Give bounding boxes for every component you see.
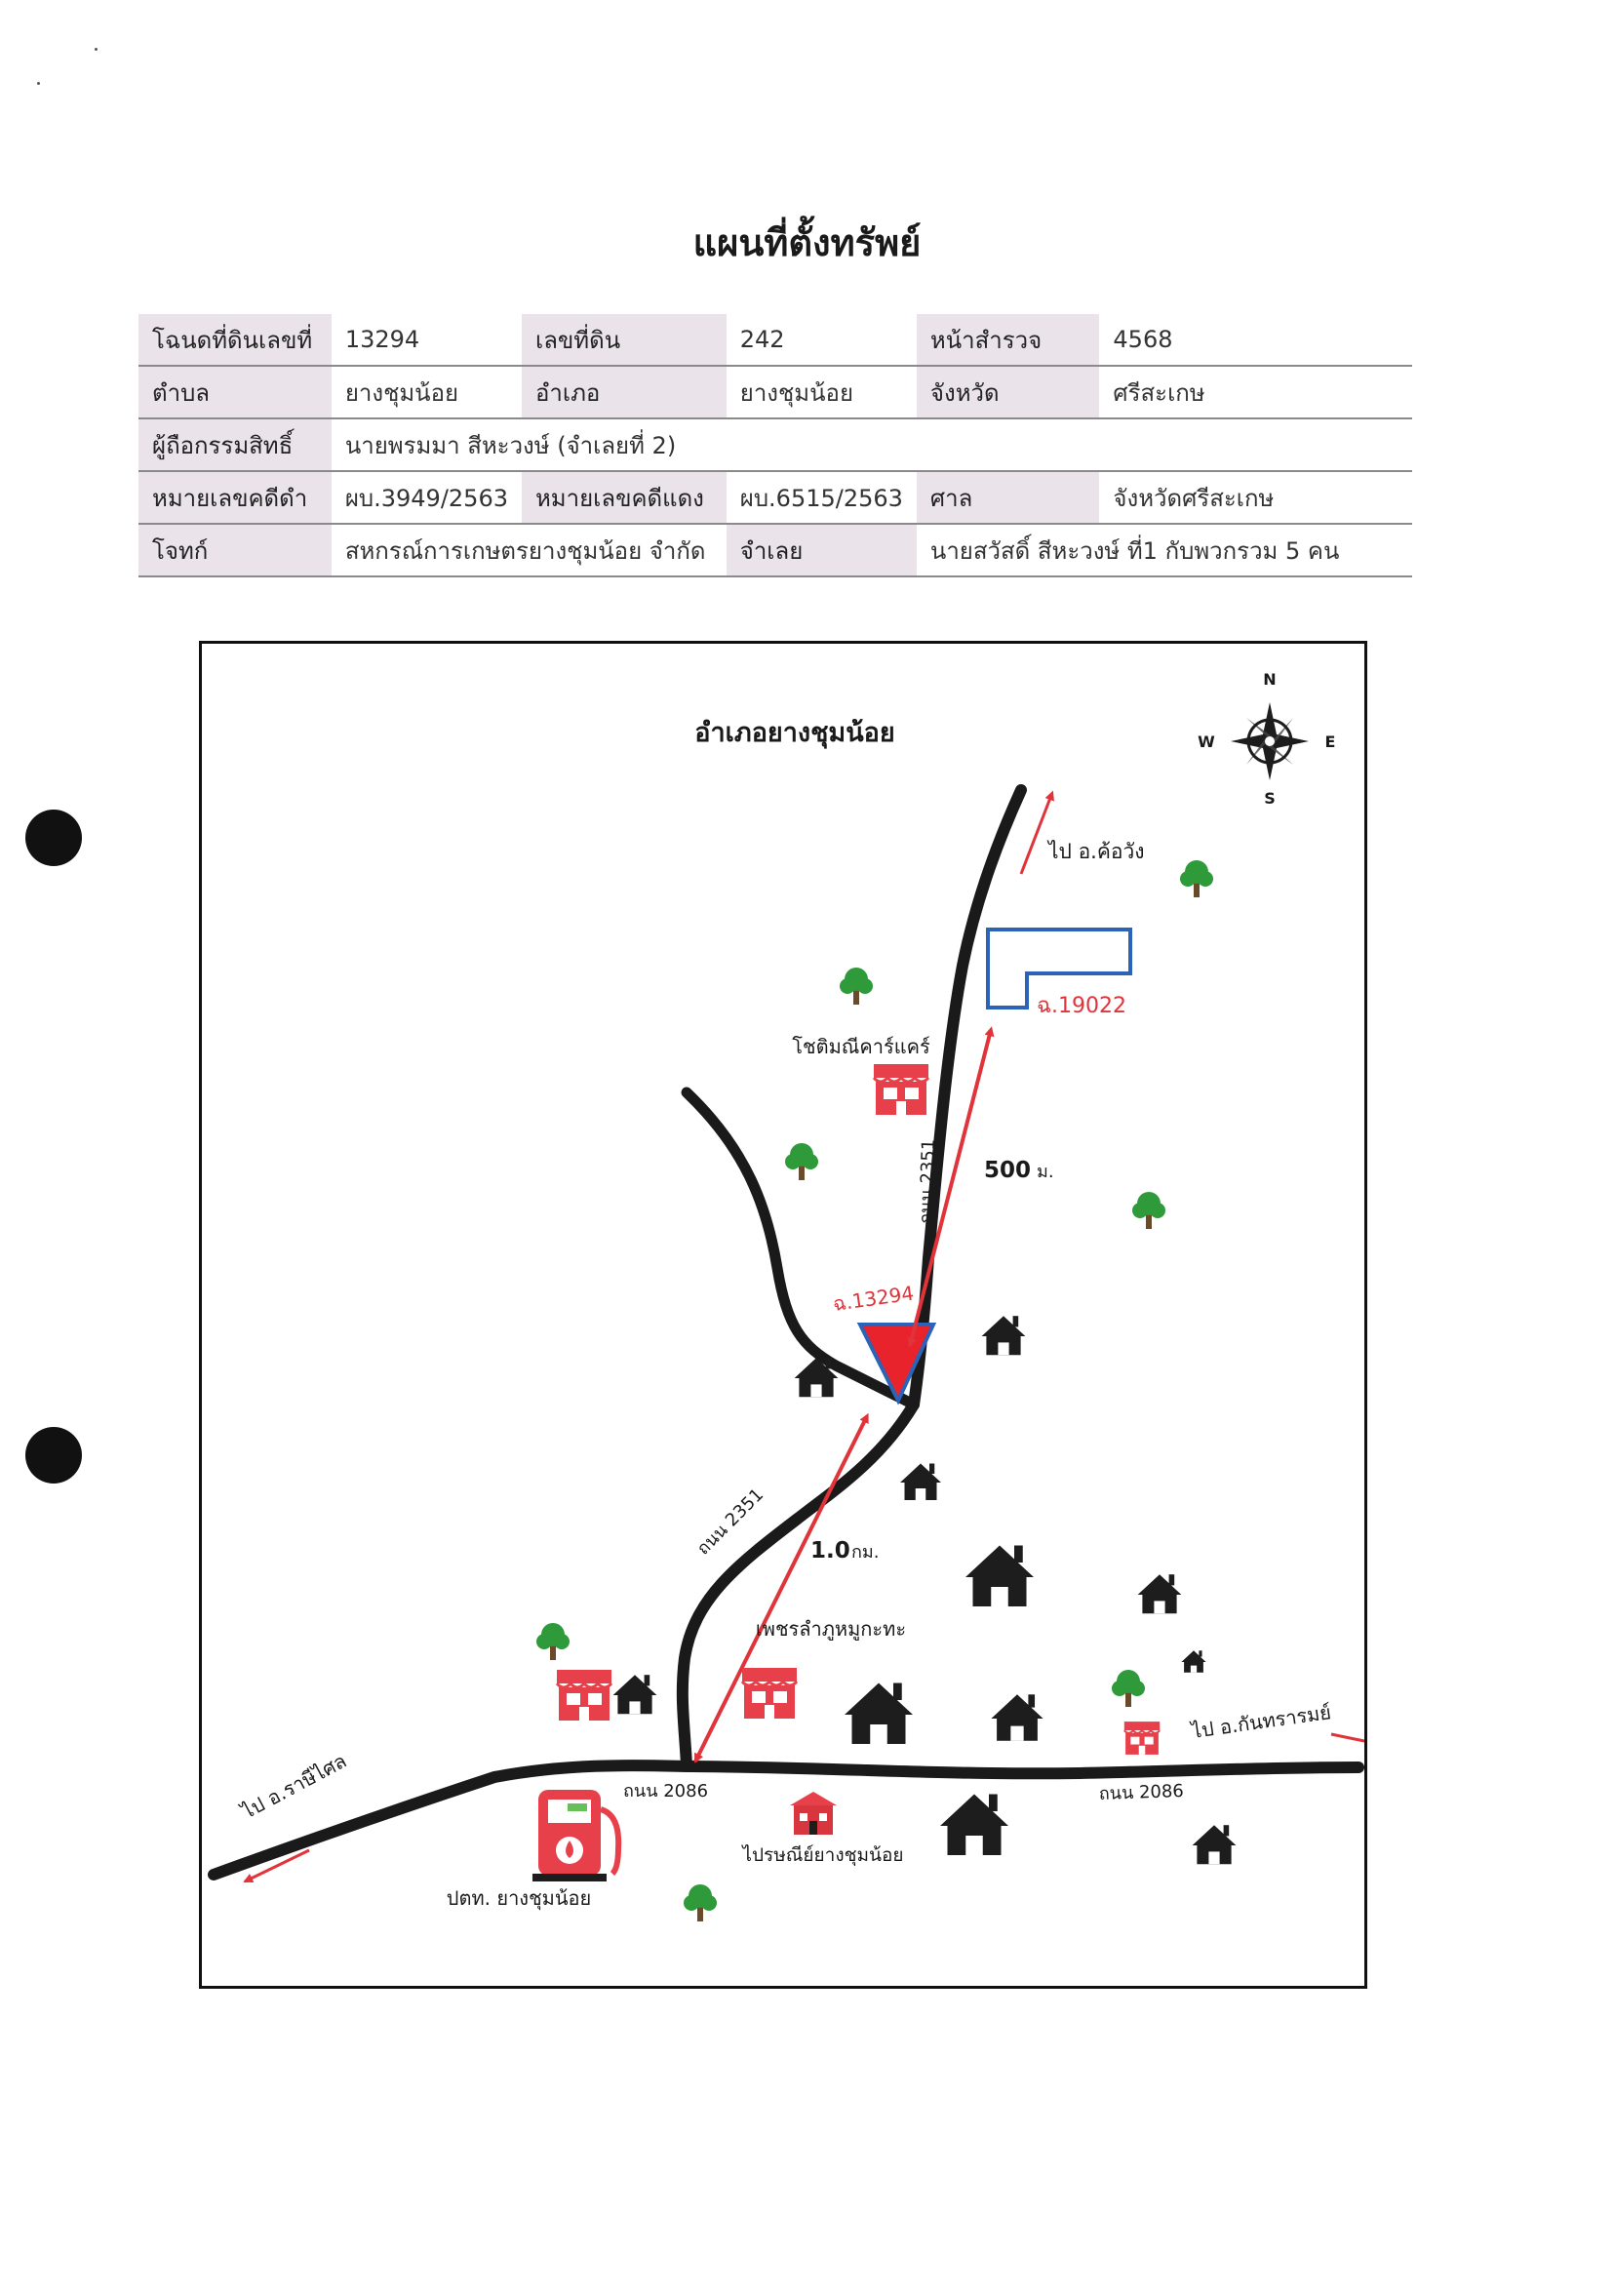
info-label: จังหวัด (916, 366, 1100, 419)
info-label: โจทก์ (138, 524, 332, 577)
house-icon (845, 1682, 913, 1744)
shop-icon (1122, 1721, 1161, 1756)
tree-icon (840, 968, 873, 1005)
map-canvas: อำเภอยางชุมน้อย N S E W ไป อ.ค้อวัง ฉ.19… (208, 670, 1364, 1921)
gas-station-icon (532, 1790, 622, 1881)
side-road (681, 1087, 920, 1410)
road-2086-label-west: ถนน 2086 (623, 1781, 708, 1801)
post-office-icon (790, 1792, 837, 1835)
svg-text:ม.: ม. (1037, 1162, 1054, 1182)
info-row: โจทก์สหกรณ์การเกษตรยางชุมน้อย จำกัดจำเลย… (138, 524, 1412, 577)
compass-s: S (1264, 789, 1276, 808)
pork-bbq-label: เพชรลำภูหมูกะทะ (756, 1617, 906, 1642)
plot-13294-label: ฉ.13294 (831, 1282, 915, 1316)
tree-icon (536, 1623, 570, 1660)
info-value: สหกรณ์การเกษตรยางชุมน้อย จำกัด (331, 524, 727, 577)
road-2351-label-north: ถนน 2351 (916, 1138, 939, 1224)
house-icon (612, 1675, 657, 1715)
info-label: เลขที่ดิน (521, 314, 727, 367)
house-icon (900, 1463, 941, 1500)
info-value: ผบ.3949/2563 (331, 471, 522, 525)
svg-text:500: 500 (984, 1158, 1031, 1183)
scan-speck (37, 82, 40, 85)
compass-rose (1231, 702, 1309, 780)
house-icon (940, 1794, 1008, 1855)
info-row: ผู้ถือกรรมสิทธิ์นายพรมมา สีหะวงษ์ (จำเลย… (138, 418, 1412, 472)
house-icon (1192, 1825, 1237, 1865)
dist-1km-arrow (693, 1412, 869, 1763)
info-label: หมายเลขคดีดำ (138, 471, 332, 525)
gas-station-label: ปตท. ยางชุมน้อย (447, 1886, 591, 1911)
info-label: จำเลย (726, 524, 917, 577)
info-value: ศรีสะเกษ (1099, 366, 1412, 419)
to-rasisalai-label: ไป อ.ราษีไศล (236, 1749, 350, 1824)
road-2086-label-east: ถนน 2086 (1098, 1781, 1184, 1804)
house-icon (991, 1694, 1043, 1741)
house-icon (981, 1316, 1026, 1356)
plot-19022-label: ฉ.19022 (1037, 994, 1126, 1018)
info-label: ตำบล (138, 366, 332, 419)
info-label: อำเภอ (521, 366, 727, 419)
tree-icon (1180, 860, 1213, 897)
scan-speck (95, 48, 98, 51)
tree-icon (684, 1884, 717, 1921)
compass-w: W (1198, 732, 1215, 751)
info-row: ตำบลยางชุมน้อยอำเภอยางชุมน้อยจังหวัดศรีส… (138, 366, 1412, 419)
tree-icon (1132, 1192, 1165, 1229)
info-value: ยางชุมน้อย (726, 366, 917, 419)
road-2351-north (908, 784, 1027, 1410)
info-label: ผู้ถือกรรมสิทธิ์ (138, 418, 332, 472)
svg-text:1.0: 1.0 (810, 1538, 850, 1564)
tree-icon (785, 1143, 818, 1180)
to-khowang-label: ไป อ.ค้อวัง (1046, 840, 1145, 863)
car-care-shop-icon (872, 1062, 930, 1117)
info-value: นายพรมมา สีหะวงษ์ (จำเลยที่ 2) (331, 418, 1412, 472)
info-label: โฉนดที่ดินเลขที่ (138, 314, 332, 367)
info-value: 242 (726, 314, 917, 367)
car-care-label: โชติมณีคาร์แคร์ (792, 1035, 930, 1058)
compass-e: E (1325, 732, 1336, 751)
info-value: ยางชุมน้อย (331, 366, 522, 419)
dist-500-label: 500 ม. (984, 1158, 1054, 1183)
post-office-label: ไปรษณีย์ยางชุมน้อย (740, 1844, 903, 1867)
pork-bbq-shop-icon (740, 1666, 799, 1721)
house-icon (1137, 1574, 1182, 1614)
info-value: 13294 (331, 314, 522, 367)
info-value: 4568 (1099, 314, 1412, 367)
house-icon (965, 1545, 1034, 1606)
tree-icon (1112, 1670, 1145, 1707)
binder-hole-top (25, 810, 82, 866)
info-value: ผบ.6515/2563 (726, 471, 917, 525)
info-value: นายสวัสดิ์ สีหะวงษ์ ที่1 กับพวกรวม 5 คน (916, 524, 1412, 577)
dist-500-arrow (907, 1026, 995, 1348)
plot-19022 (986, 928, 1132, 1009)
dist-1km-label: 1.0 กม. (810, 1538, 880, 1564)
page-title: แผนที่ตั้งทรัพย์ (692, 221, 922, 264)
binder-hole-bottom (25, 1427, 82, 1484)
road-2086 (208, 1760, 1364, 1880)
shop-icon (555, 1668, 613, 1722)
info-label: ศาล (916, 471, 1100, 525)
svg-text:กม.: กม. (851, 1542, 880, 1563)
info-label: หมายเลขคดีแดง (521, 471, 727, 525)
location-map: อำเภอยางชุมน้อย N S E W ไป อ.ค้อวัง ฉ.19… (199, 641, 1367, 1989)
info-label: หน้าสำรวจ (916, 314, 1100, 367)
compass-n: N (1263, 670, 1276, 689)
district-title: อำเภอยางชุมน้อย (694, 718, 894, 749)
house-icon (1181, 1650, 1206, 1673)
to-kanthararom-label: ไป อ.กันทรารมย์ (1188, 1700, 1332, 1743)
info-value: จังหวัดศรีสะเกษ (1099, 471, 1412, 525)
